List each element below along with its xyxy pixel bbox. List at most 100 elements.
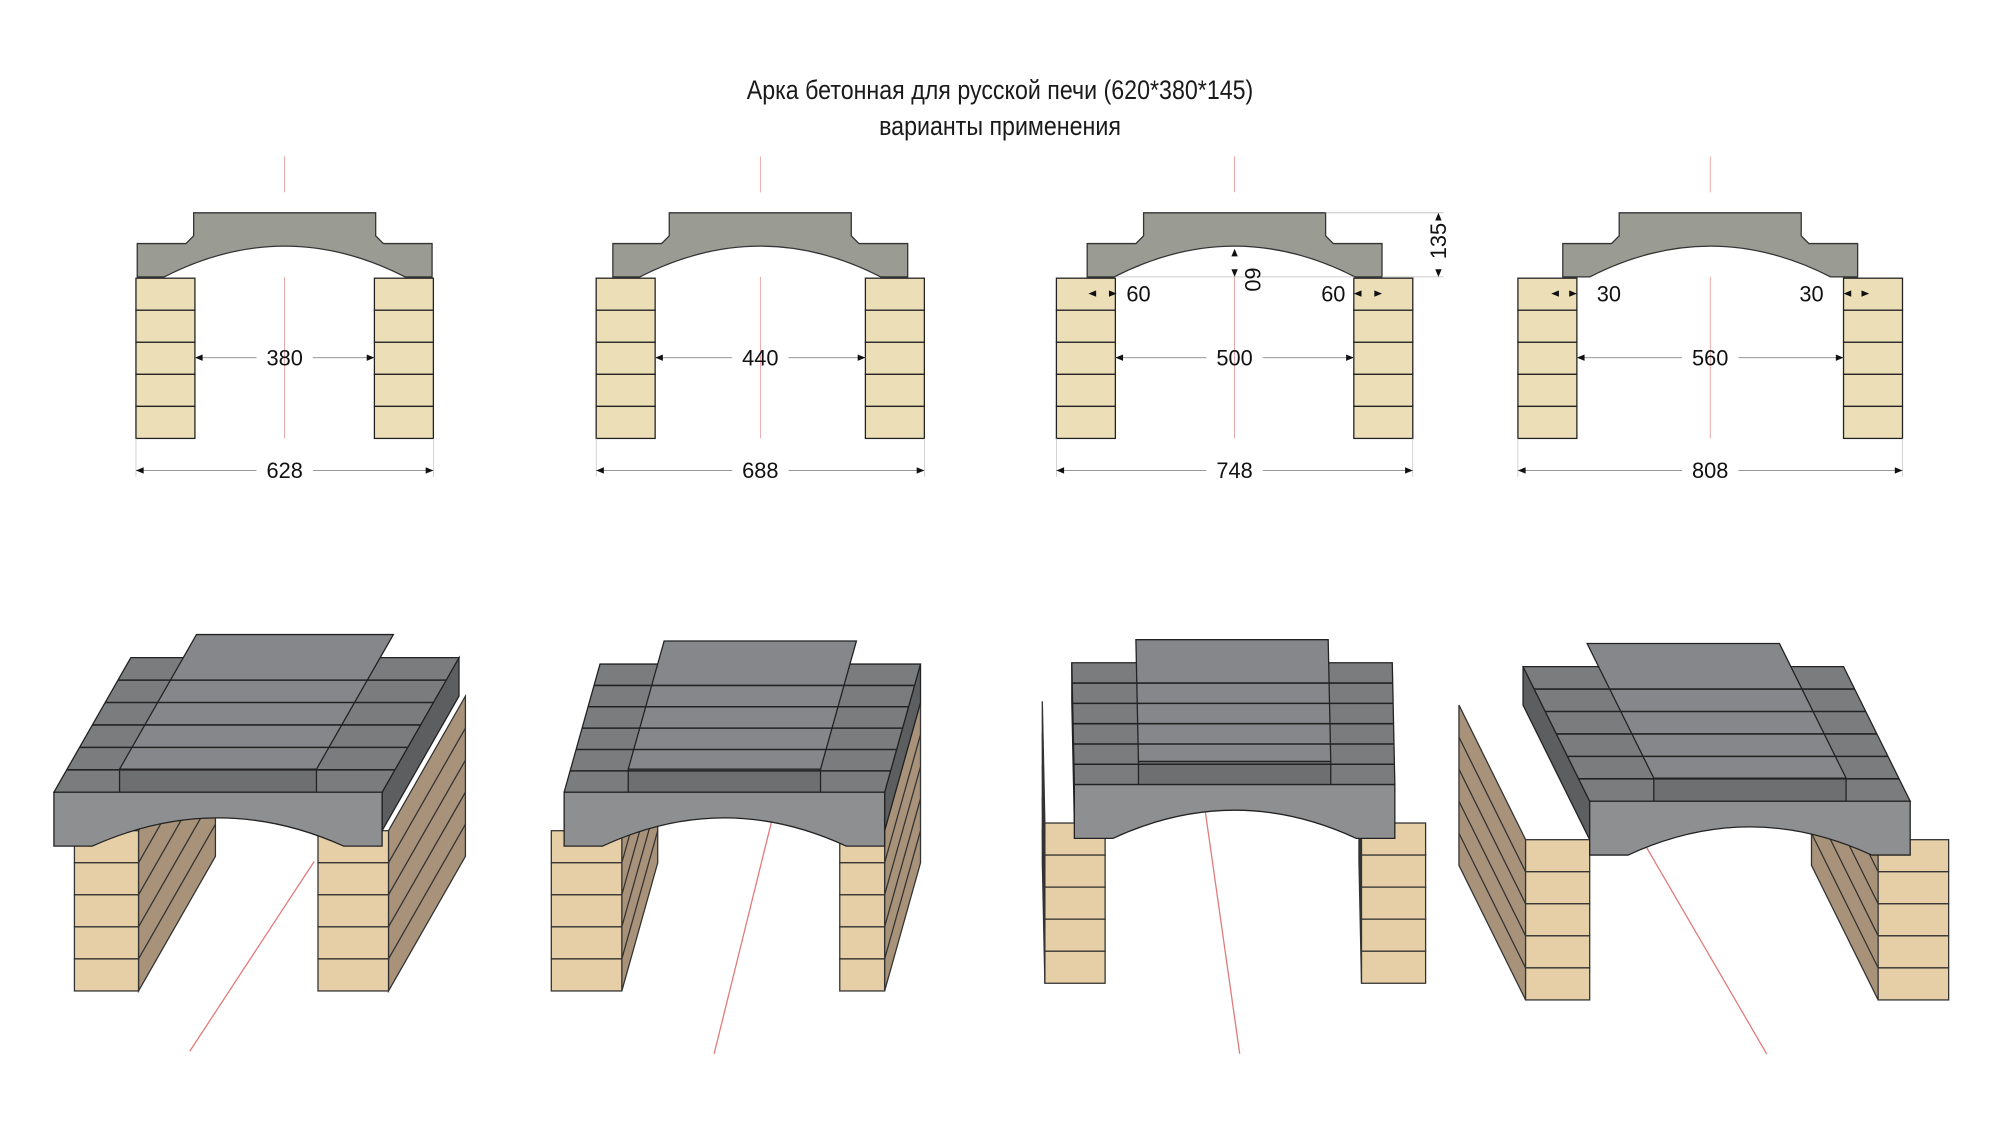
brick <box>1524 935 1591 969</box>
overlap-label-right-4: 30 <box>1799 281 1823 306</box>
mortar-line <box>884 830 922 960</box>
inner-dimension <box>1115 354 1354 361</box>
brick <box>1055 405 1117 440</box>
front-view-4 <box>1517 156 1904 477</box>
inner-dimension <box>655 354 866 361</box>
brick <box>317 862 390 896</box>
brick <box>1877 871 1950 905</box>
brick <box>1055 309 1117 343</box>
brick <box>1877 967 1950 1001</box>
outer-width-label-3: 748 <box>1216 458 1252 483</box>
arrowhead <box>1405 467 1413 474</box>
brick <box>1353 405 1414 440</box>
inner-width-label-2: 440 <box>742 345 778 370</box>
inner-width-label-3: 500 <box>1216 345 1252 370</box>
outer-width-label-4: 808 <box>1692 458 1728 483</box>
mortar-line <box>387 791 466 928</box>
3d-view-2 <box>550 640 922 1054</box>
arrowhead <box>1576 354 1585 361</box>
brick <box>1517 405 1578 440</box>
arrowhead <box>1835 354 1844 361</box>
arrowhead <box>1843 290 1870 297</box>
slab-front-arch <box>1589 800 1911 856</box>
brick <box>595 309 656 343</box>
brick <box>1842 405 1904 440</box>
arrowhead <box>596 467 604 474</box>
brick <box>373 309 435 343</box>
brick <box>1524 871 1591 905</box>
brick <box>73 862 140 896</box>
slab-raised-front <box>118 768 318 793</box>
overlap-label-right-3: 60 <box>1321 281 1345 306</box>
arrowhead <box>857 354 866 361</box>
red-axis-line <box>189 861 315 1052</box>
brick <box>317 926 390 960</box>
brick <box>1360 950 1427 984</box>
brick <box>1044 918 1106 952</box>
brick <box>1842 277 1904 311</box>
brick <box>1517 341 1578 375</box>
variant-2-labels: 440 688 <box>742 345 778 483</box>
arch-height-label: 135 <box>1426 223 1451 259</box>
brick <box>73 894 140 928</box>
outer-dimension <box>1056 467 1413 474</box>
brick <box>1044 854 1106 888</box>
brick <box>317 894 390 928</box>
brick <box>135 341 196 375</box>
overlap-label-left-3: 60 <box>1126 281 1150 306</box>
arrowhead <box>135 467 144 474</box>
inner-width-label-1: 380 <box>266 345 302 370</box>
3d-view-3 <box>1041 639 1427 1054</box>
brick <box>1353 309 1414 343</box>
brick <box>839 894 886 928</box>
brick <box>1044 950 1106 984</box>
brick <box>550 862 623 896</box>
outer-width-label-1: 628 <box>266 458 302 483</box>
brick <box>550 894 623 928</box>
concrete-arch <box>1086 212 1383 278</box>
arrowhead <box>916 467 925 474</box>
outer-dimension <box>1517 467 1903 474</box>
mortar-line <box>387 759 466 896</box>
arrowhead <box>1517 467 1526 474</box>
mortar-line <box>387 727 466 864</box>
slab-front-arch <box>53 791 383 847</box>
brick <box>1360 918 1427 952</box>
brick <box>1055 373 1117 408</box>
brick <box>73 926 140 960</box>
inner-dimension <box>1576 354 1844 361</box>
brick <box>73 958 140 992</box>
inner-width-label-4: 560 <box>1692 345 1728 370</box>
brick <box>1353 341 1414 375</box>
brick <box>1524 903 1591 937</box>
brick <box>1842 373 1904 408</box>
arrowhead <box>655 354 663 361</box>
brick <box>135 405 196 440</box>
slab-front-arch <box>1073 783 1396 840</box>
red-axis-line <box>713 810 775 1054</box>
brick <box>1877 935 1950 969</box>
brick <box>595 341 656 375</box>
brick <box>1353 373 1414 408</box>
brick <box>864 309 926 343</box>
brick <box>595 373 656 408</box>
arrowhead <box>1353 290 1383 297</box>
outer-dimension <box>135 467 434 474</box>
variant-3-labels: 500 748 60 60 135 60 <box>1126 223 1451 483</box>
height-dimension <box>1088 212 1870 297</box>
title-line-2: варианты применения <box>879 111 1121 141</box>
mortar-line <box>884 766 922 895</box>
brick <box>1517 309 1578 343</box>
overlap-label-left-4: 30 <box>1597 281 1621 306</box>
arrowhead <box>425 467 434 474</box>
mortar-line <box>1810 832 1879 969</box>
brick <box>550 926 623 960</box>
brick <box>1524 839 1591 873</box>
mortar-line <box>621 830 659 960</box>
brick <box>135 277 196 311</box>
arrowhead <box>1346 354 1354 361</box>
arrowhead <box>1088 290 1117 297</box>
brick <box>1055 277 1117 311</box>
title-line-1: Арка бетонная для русской печи (620*380*… <box>746 75 1254 105</box>
arrowhead <box>366 354 375 361</box>
